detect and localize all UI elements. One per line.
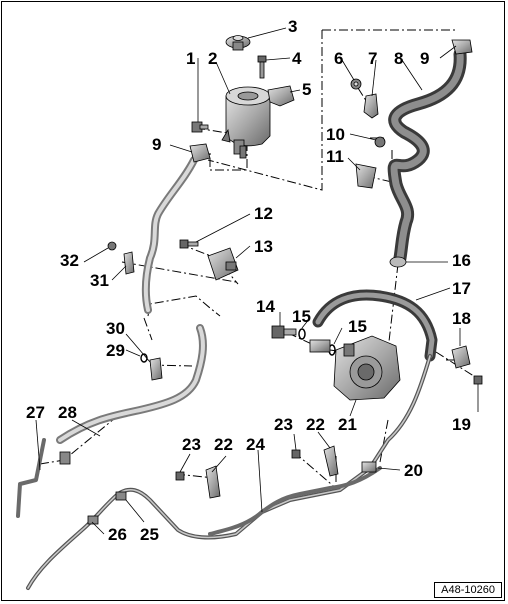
- callout-7: 7: [368, 49, 377, 68]
- callout-31: 31: [90, 271, 109, 290]
- callout-32: 32: [60, 251, 79, 270]
- bolt-23-right: [291, 449, 301, 459]
- callout-22-right: 22: [306, 415, 325, 434]
- banjo-bolt-14: [271, 325, 297, 339]
- hose-fitting-17: [309, 339, 331, 353]
- callout-27: 27: [26, 403, 45, 422]
- callout-1: 1: [186, 49, 195, 68]
- callout-13: 13: [254, 237, 273, 256]
- callout-23-right: 23: [274, 415, 293, 434]
- callout-30: 30: [106, 319, 125, 338]
- callout-20: 20: [404, 461, 423, 480]
- screw-1: [191, 121, 209, 133]
- reservoir-cap: [225, 35, 251, 51]
- hose-clamp-9-right: [451, 39, 473, 55]
- hose-clamp-16: [389, 256, 407, 268]
- bushing-18: [451, 345, 471, 369]
- bracket-5: [267, 85, 295, 107]
- return-pipe-24: [208, 466, 382, 536]
- callout-9-left: 9: [152, 135, 161, 154]
- fitting-25: [115, 491, 127, 501]
- callout-24: 24: [246, 435, 265, 454]
- bracket-13: [207, 247, 239, 281]
- leader-lines: [35, 27, 479, 535]
- return-hose-lower: [56, 324, 207, 444]
- assembly-lines: [39, 29, 481, 496]
- callout-10: 10: [326, 125, 345, 144]
- callout-3: 3: [288, 17, 297, 36]
- bolt-4: [257, 55, 267, 79]
- figure-reference: A48-10260: [434, 582, 502, 598]
- bracket-22-right: [323, 445, 339, 477]
- bolt-23-left: [175, 471, 185, 481]
- parts: [59, 35, 483, 525]
- fluid-reservoir: [221, 86, 271, 159]
- callout-12: 12: [254, 204, 273, 223]
- callout-25: 25: [140, 525, 159, 544]
- nut-32: [107, 241, 117, 251]
- callout-8: 8: [394, 49, 403, 68]
- power-steering-pump: [333, 335, 401, 401]
- callout-21: 21: [338, 415, 357, 434]
- callout-14: 14: [256, 297, 275, 316]
- seal-ring-15a: [298, 328, 306, 340]
- callout-15-left: 15: [292, 307, 311, 326]
- callout-labels: 1 2 3 4 5 6 7 8 9 9 10 11 12 13 14 15 15…: [26, 17, 471, 544]
- callout-19: 19: [452, 415, 471, 434]
- callout-23-left: 23: [182, 435, 201, 454]
- connector-20: [361, 461, 377, 473]
- pipe-bracket-27: [16, 438, 46, 518]
- bracket-11: [355, 163, 377, 189]
- callout-11: 11: [326, 147, 344, 166]
- screw-19: [473, 375, 483, 385]
- callout-4: 4: [292, 49, 302, 68]
- hose-lines: [16, 47, 467, 590]
- clip-31: [123, 251, 135, 275]
- callout-18: 18: [452, 309, 471, 328]
- callout-22-left: 22: [214, 435, 233, 454]
- callout-29: 29: [106, 341, 125, 360]
- bolt-12: [179, 239, 199, 249]
- fitting-26: [87, 515, 99, 525]
- nut-6: [350, 78, 362, 90]
- callout-28: 28: [58, 403, 77, 422]
- bracket-22-left: [205, 465, 221, 499]
- callout-26: 26: [108, 525, 127, 544]
- bracket-7: [363, 93, 379, 119]
- clamp-28: [59, 451, 71, 465]
- callout-16: 16: [452, 251, 471, 270]
- callout-15-right: 15: [348, 317, 367, 336]
- callout-2: 2: [208, 49, 217, 68]
- callout-17: 17: [452, 279, 471, 298]
- callout-5: 5: [302, 80, 311, 99]
- hose-clamp-9-left: [189, 143, 211, 163]
- callout-9-right: 9: [420, 49, 429, 68]
- callout-6: 6: [334, 49, 343, 68]
- bracket-30: [149, 357, 163, 381]
- nut-10: [374, 136, 386, 148]
